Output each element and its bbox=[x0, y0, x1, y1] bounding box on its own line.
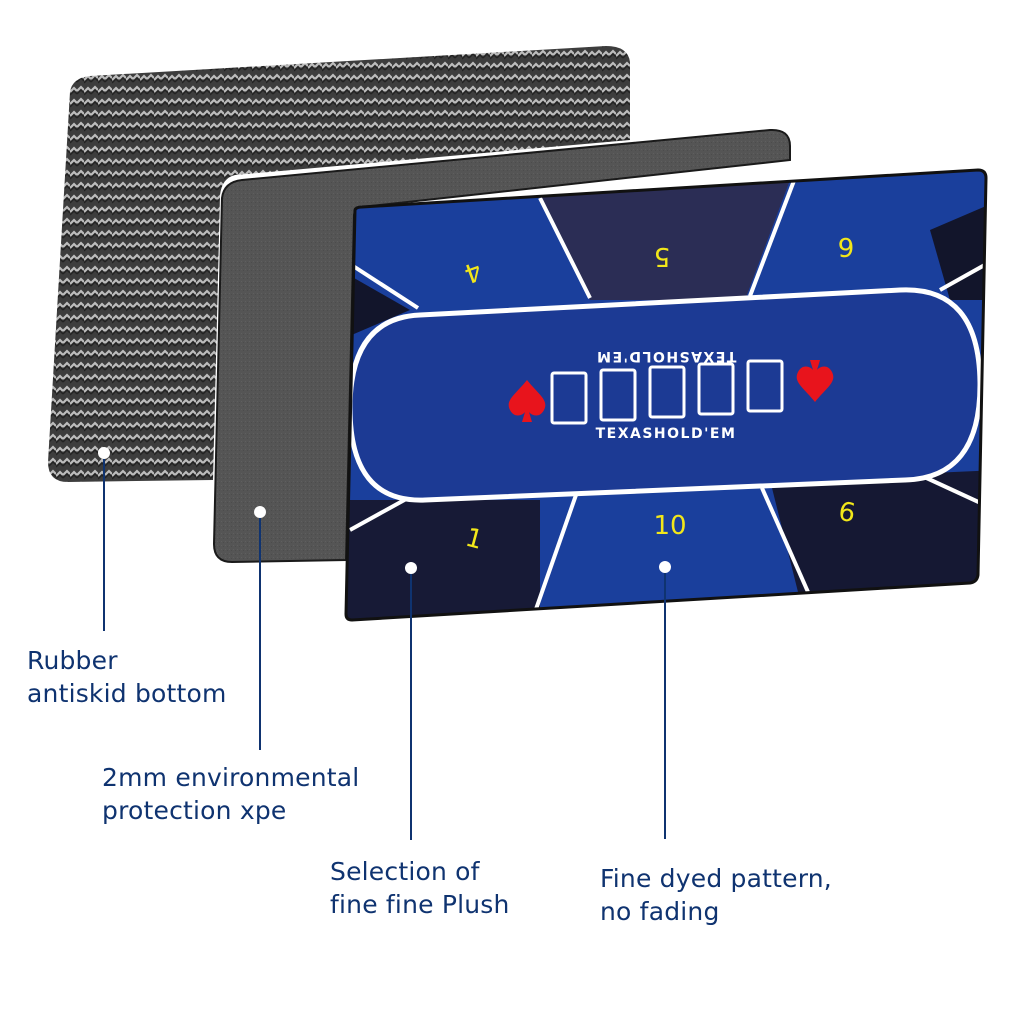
pattern-leader-line bbox=[664, 573, 666, 839]
svg-text:1: 1 bbox=[462, 523, 486, 556]
pattern-label: Fine dyed pattern, no fading bbox=[600, 862, 832, 928]
poker-table-layer: TEXASHOLD'EM TEXASHOLD'EM 4 5 6 1 10 9 bbox=[346, 170, 986, 620]
plush-label: Selection of fine fine Plush bbox=[330, 855, 510, 921]
rubber-label: Rubber antiskid bottom bbox=[27, 644, 227, 710]
rubber-label-line-2: antiskid bottom bbox=[27, 679, 227, 708]
plush-label-line-2: fine fine Plush bbox=[330, 890, 510, 919]
svg-text:TEXASHOLD'EM: TEXASHOLD'EM bbox=[596, 348, 737, 364]
xpe-label-line-1: 2mm environmental bbox=[102, 763, 360, 792]
xpe-label-line-2: protection xpe bbox=[102, 796, 287, 825]
pattern-marker-dot bbox=[659, 561, 671, 573]
svg-text:5: 5 bbox=[654, 241, 671, 271]
pattern-label-line-2: no fading bbox=[600, 897, 720, 926]
xpe-leader-line bbox=[259, 518, 261, 750]
xpe-label: 2mm environmental protection xpe bbox=[102, 761, 359, 827]
rubber-label-line-1: Rubber bbox=[27, 646, 118, 675]
rubber-leader-line bbox=[103, 459, 105, 631]
plush-label-line-1: Selection of bbox=[330, 857, 480, 886]
svg-text:10: 10 bbox=[653, 511, 686, 541]
rubber-marker-dot bbox=[98, 447, 110, 459]
pattern-label-line-1: Fine dyed pattern, bbox=[600, 864, 832, 893]
plush-marker-dot bbox=[405, 562, 417, 574]
plush-leader-line bbox=[410, 574, 412, 840]
svg-text:9: 9 bbox=[837, 494, 859, 526]
svg-text:TEXASHOLD'EM: TEXASHOLD'EM bbox=[596, 426, 737, 442]
svg-text:6: 6 bbox=[838, 231, 855, 261]
xpe-marker-dot bbox=[254, 506, 266, 518]
rubber-layer bbox=[48, 46, 630, 482]
